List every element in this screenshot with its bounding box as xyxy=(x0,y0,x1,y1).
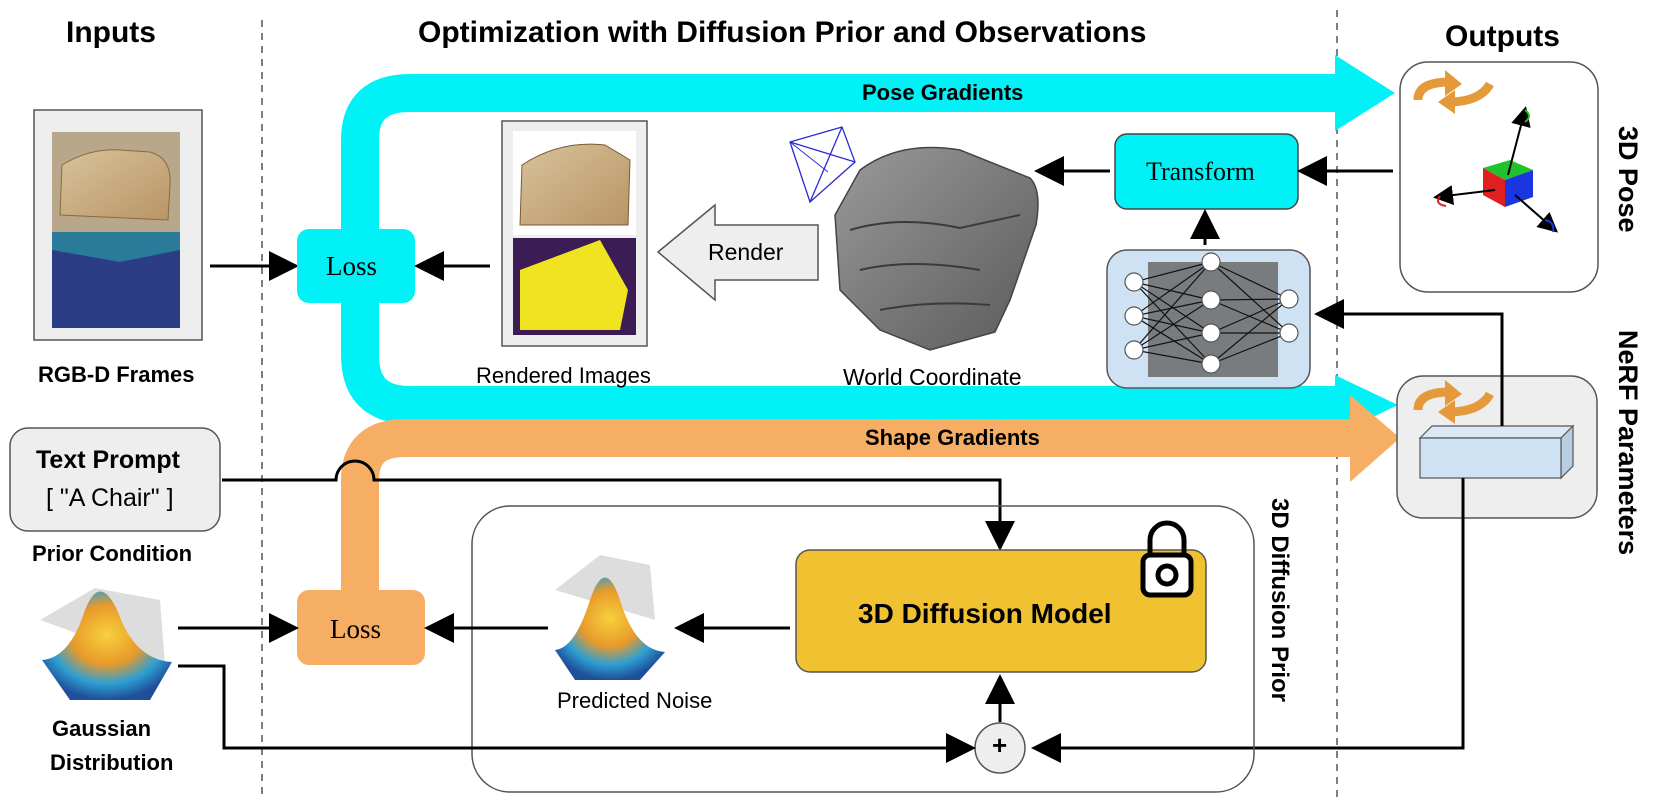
rgb-chair-shape xyxy=(59,149,171,221)
inputs-header: Inputs xyxy=(66,16,156,49)
prior-condition-label: Prior Condition xyxy=(32,541,193,566)
arrow-nerf-to-plus xyxy=(1031,478,1465,763)
shape-gradient-band xyxy=(341,419,1350,600)
diffusion-model-label: 3D Diffusion Model xyxy=(858,598,1112,629)
arrow-gaussian-to-plus xyxy=(178,664,976,763)
mesh-chair xyxy=(834,146,1039,351)
camera-frustum-icon xyxy=(789,126,856,204)
shape-gradient-arrowhead xyxy=(1350,395,1400,482)
diffusion-model-box xyxy=(795,549,1207,673)
nerf-output-label: NeRF Parameters xyxy=(1613,330,1643,556)
world-coordinate-label: World Coordinate xyxy=(843,364,1022,390)
loss-bottom-label: Loss xyxy=(330,614,382,644)
predicted-noise-label: Predicted Noise xyxy=(557,688,713,713)
gaussian-label-line2: Distribution xyxy=(50,750,174,775)
rotation-arrows-icon-pose xyxy=(1413,70,1494,114)
pose-gradient-band-top xyxy=(341,74,1340,268)
transform-label: Transform xyxy=(1146,157,1255,186)
pose-gradient-band-bottom xyxy=(341,300,1335,424)
pose-axes-icon xyxy=(1433,106,1559,233)
pose-output-label: 3D Pose xyxy=(1613,126,1643,233)
arrow-prompt-to-diffusion xyxy=(222,459,1015,551)
plus-label: + xyxy=(992,730,1008,760)
text-prompt-value: [ "A Chair" ] xyxy=(46,484,174,512)
gaussian-distribution-surface xyxy=(40,588,172,700)
nerf-parameter-block xyxy=(1418,424,1575,480)
pose-gradient-arrowhead-top xyxy=(1335,55,1395,131)
depth-image-shade xyxy=(52,232,180,262)
render-arrow xyxy=(656,203,819,302)
outputs-header: Outputs xyxy=(1445,20,1560,53)
loss-top-label: Loss xyxy=(326,251,378,281)
gaussian-label-line1: Gaussian xyxy=(52,716,152,741)
loss-top-box xyxy=(297,229,415,303)
diffusion-prior-container xyxy=(471,505,1255,793)
rendered-depth-shape xyxy=(520,240,628,330)
network-nodes xyxy=(1124,252,1299,374)
pose-gradients-label: Pose Gradients xyxy=(862,80,1024,105)
render-label: Render xyxy=(708,239,784,265)
predicted-noise-surface xyxy=(555,555,665,680)
rendered-images-label: Rendered Images xyxy=(476,363,651,388)
network-connections xyxy=(1133,261,1290,365)
rotation-arrows-icon-nerf xyxy=(1413,380,1494,424)
loss-bottom-box xyxy=(297,590,425,665)
arrow-nerf-to-network xyxy=(1314,299,1504,426)
lock-icon xyxy=(1140,520,1194,598)
rendered-chair-shape xyxy=(519,143,631,226)
optimization-header: Optimization with Diffusion Prior and Ob… xyxy=(418,16,1147,49)
text-prompt-box xyxy=(9,427,221,532)
text-prompt-title: Text Prompt xyxy=(36,446,180,474)
rgbd-frames-label: RGB-D Frames xyxy=(38,362,195,387)
diffusion-prior-label: 3D Diffusion Prior xyxy=(1266,498,1293,703)
shape-gradients-label: Shape Gradients xyxy=(865,425,1040,450)
